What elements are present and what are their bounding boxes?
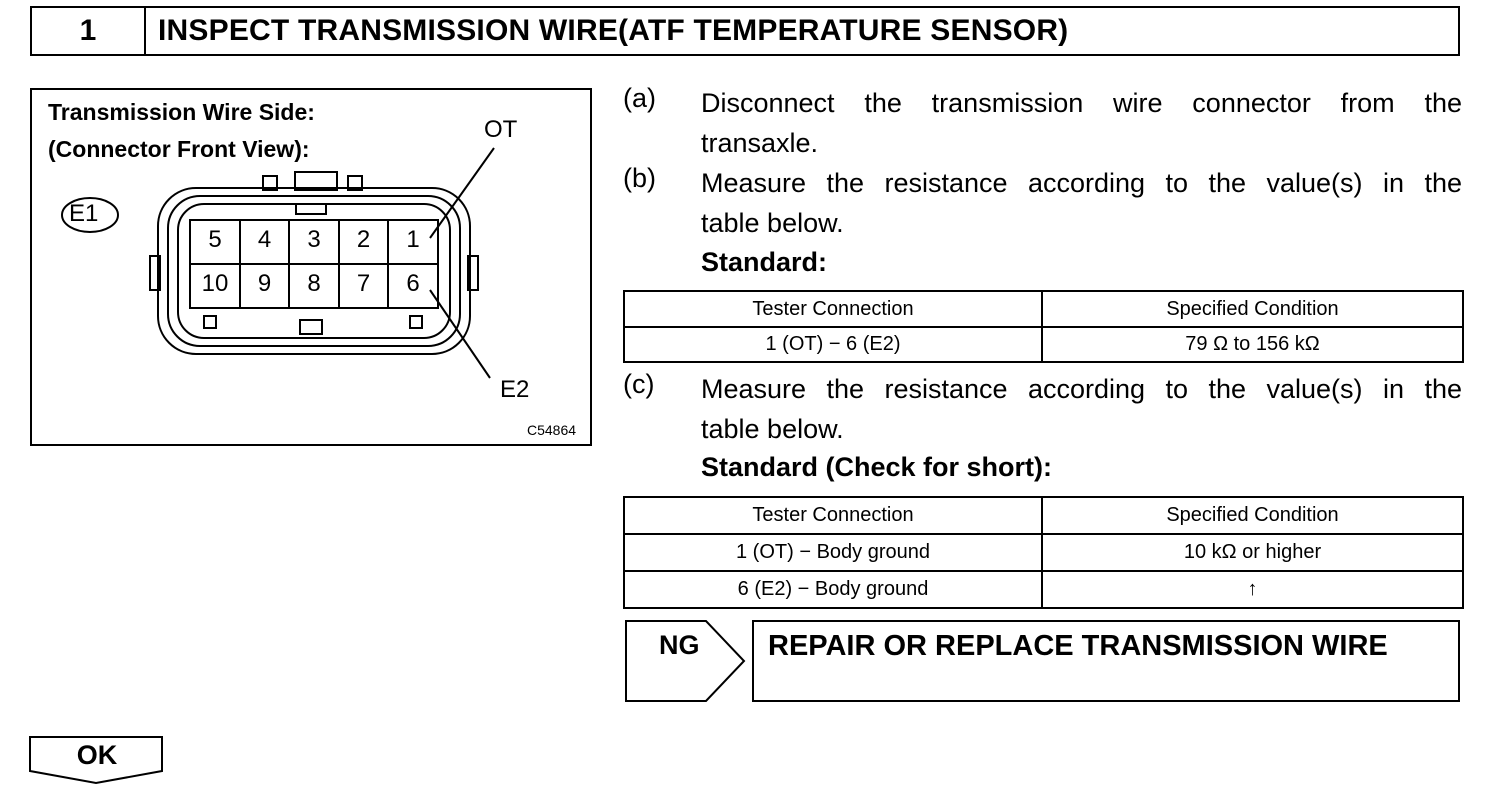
table-cell: ↑ [1041, 570, 1464, 609]
connector-drawing [61, 147, 495, 379]
pin-5: 5 [208, 226, 222, 253]
table-row: 1 (OT) − Body ground 10 kΩ or higher [623, 533, 1464, 572]
ng-action-text: REPAIR OR REPLACE TRANSMISSION WIRE [768, 630, 1388, 662]
table-row: 1 (OT) − 6 (E2) 79 Ω to 156 kΩ [623, 326, 1464, 363]
standard-label-b: Standard: [701, 247, 828, 277]
ok-label: OK [76, 740, 118, 770]
label-e2: E2 [500, 376, 530, 403]
pin-7: 7 [356, 270, 371, 297]
table-header-cell: Specified Condition [1041, 496, 1464, 535]
instruction-b-line1: Measure the resistance according to the … [701, 168, 1462, 198]
label-ot: OT [484, 116, 518, 143]
instruction-a-line2: transaxle. [701, 128, 819, 158]
table-cell: 1 (OT) − 6 (E2) [623, 326, 1043, 363]
pin-2: 2 [356, 226, 371, 253]
pin-9: 9 [257, 270, 272, 297]
step-number: 1 [32, 8, 146, 54]
table-header-cell: Tester Connection [623, 290, 1043, 328]
instruction-c-line2: table below. [701, 414, 844, 444]
pin-10: 10 [201, 270, 229, 297]
table-cell: 6 (E2) − Body ground [623, 570, 1043, 609]
table-cell: 79 Ω to 156 kΩ [1041, 326, 1464, 363]
step-header: 1 INSPECT TRANSMISSION WIRE(ATF TEMPERAT… [30, 6, 1460, 56]
instruction-a-letter: (a) [623, 83, 656, 113]
pin-1: 1 [406, 226, 420, 253]
table-header-row: Tester Connection Specified Condition [623, 290, 1464, 328]
instruction-c-letter: (c) [623, 369, 655, 399]
instruction-b-line2: table below. [701, 208, 844, 238]
connector-id-label: E1 [69, 200, 99, 227]
ok-arrow-flag [29, 736, 163, 785]
table-cell: 1 (OT) − Body ground [623, 533, 1043, 572]
spec-table-2: Tester Connection Specified Condition 1 … [623, 496, 1464, 609]
table-row: 6 (E2) − Body ground ↑ [623, 570, 1464, 609]
table-header-cell: Tester Connection [623, 496, 1043, 535]
pin-4: 4 [257, 226, 272, 253]
spec-table-1: Tester Connection Specified Condition 1 … [623, 290, 1464, 363]
instruction-c-line1: Measure the resistance according to the … [701, 374, 1462, 404]
ng-action-box: REPAIR OR REPLACE TRANSMISSION WIRE [752, 620, 1460, 702]
pin-3: 3 [307, 226, 321, 253]
table-header-cell: Specified Condition [1041, 290, 1464, 328]
table-cell: 10 kΩ or higher [1041, 533, 1464, 572]
figure-code: C54864 [527, 422, 577, 438]
instruction-b-letter: (b) [623, 163, 656, 193]
figure-title-line1: Transmission Wire Side: [48, 99, 315, 125]
step-title: INSPECT TRANSMISSION WIRE(ATF TEMPERATUR… [158, 14, 1069, 47]
ng-label: NG [659, 630, 700, 660]
pin-8: 8 [307, 270, 321, 297]
pin-6: 6 [406, 270, 420, 297]
connector-figure: Transmission Wire Side: (Connector Front… [30, 88, 592, 446]
ng-arrow-flag [625, 620, 746, 702]
table-header-row: Tester Connection Specified Condition [623, 496, 1464, 535]
standard-label-c: Standard (Check for short): [701, 452, 1053, 482]
figure-title-line2: (Connector Front View): [48, 136, 310, 162]
instruction-a-line1: Disconnect the transmission wire connect… [701, 88, 1462, 118]
